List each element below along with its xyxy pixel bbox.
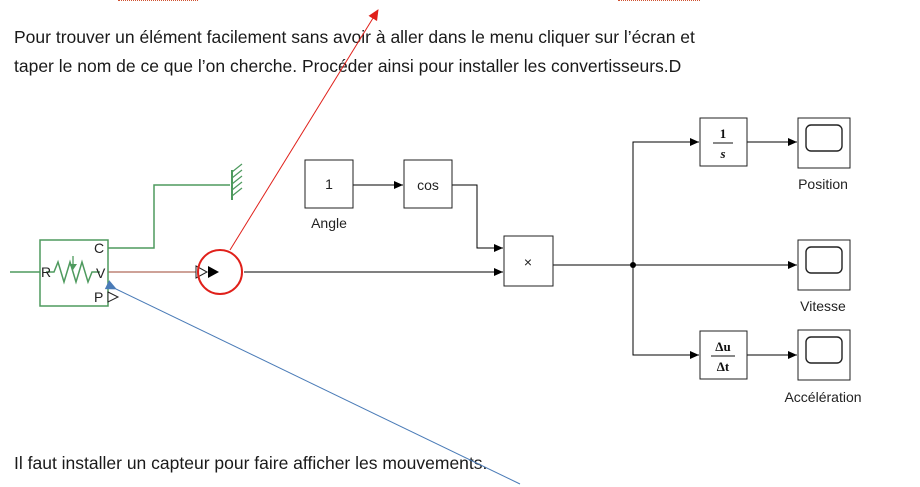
scope-icon [805, 336, 843, 364]
derivative-numerator: Δu [715, 339, 730, 354]
red-annotation-arrow [229, 9, 379, 251]
blue-annotation-arrow [104, 280, 521, 485]
converter-output-arrow-icon [208, 266, 219, 278]
signal-lines [244, 138, 797, 359]
branch-to-integrator-signal[interactable] [632, 138, 699, 265]
port-p-arrow-icon [107, 291, 120, 303]
scope-vitesse-label: Vitesse [800, 298, 846, 314]
derivative-denominator: Δt [717, 359, 730, 374]
footer-note-text: Il faut installer un capteur pour faire … [14, 453, 488, 473]
product-symbol: × [524, 254, 532, 270]
scope-vitesse-block[interactable] [797, 239, 851, 291]
port-p-label: P [94, 289, 103, 305]
dotted-mark-left [118, 0, 198, 5]
port-c-label: C [94, 240, 104, 256]
derivative-block[interactable]: Δu Δt [699, 330, 748, 380]
integrator-denominator: s [719, 146, 725, 161]
constant-value: 1 [325, 176, 333, 192]
cos-label: cos [417, 177, 439, 193]
physical-case-wire[interactable] [108, 184, 230, 249]
scope-position-label: Position [798, 176, 848, 192]
scope-icon [805, 124, 843, 152]
angle-label: Angle [311, 215, 347, 231]
scope-acceleration-label: Accélération [784, 389, 861, 405]
ps-simulink-converter[interactable] [195, 265, 219, 279]
spring-icon [46, 259, 100, 285]
cos-to-product-signal[interactable] [452, 184, 503, 252]
scope-icon [805, 246, 843, 274]
integrator-block[interactable]: 1 s [699, 117, 748, 167]
port-v-label: V [96, 265, 106, 281]
motion-sensor-block[interactable]: C R V P [39, 239, 120, 307]
cos-block[interactable]: cos [403, 159, 453, 209]
red-highlight-circle [197, 249, 243, 295]
instruction-text-line2: taper le nom de ce que l’on cherche. Pro… [14, 56, 682, 76]
scope-acceleration-block[interactable] [797, 329, 851, 381]
product-block[interactable]: × [503, 235, 554, 287]
scope-position-block[interactable] [797, 117, 851, 169]
mechanical-reference-ground[interactable] [231, 163, 243, 200]
physical-connection-group [10, 163, 243, 273]
integrator-numerator: 1 [720, 126, 727, 141]
dotted-mark-right [618, 0, 700, 5]
port-r-label: R [41, 264, 51, 280]
instruction-text-line1: Pour trouver un élément facilement sans … [14, 27, 695, 47]
branch-point [630, 262, 636, 268]
branch-to-derivative-signal[interactable] [632, 265, 699, 359]
constant-block[interactable]: 1 [304, 159, 354, 209]
